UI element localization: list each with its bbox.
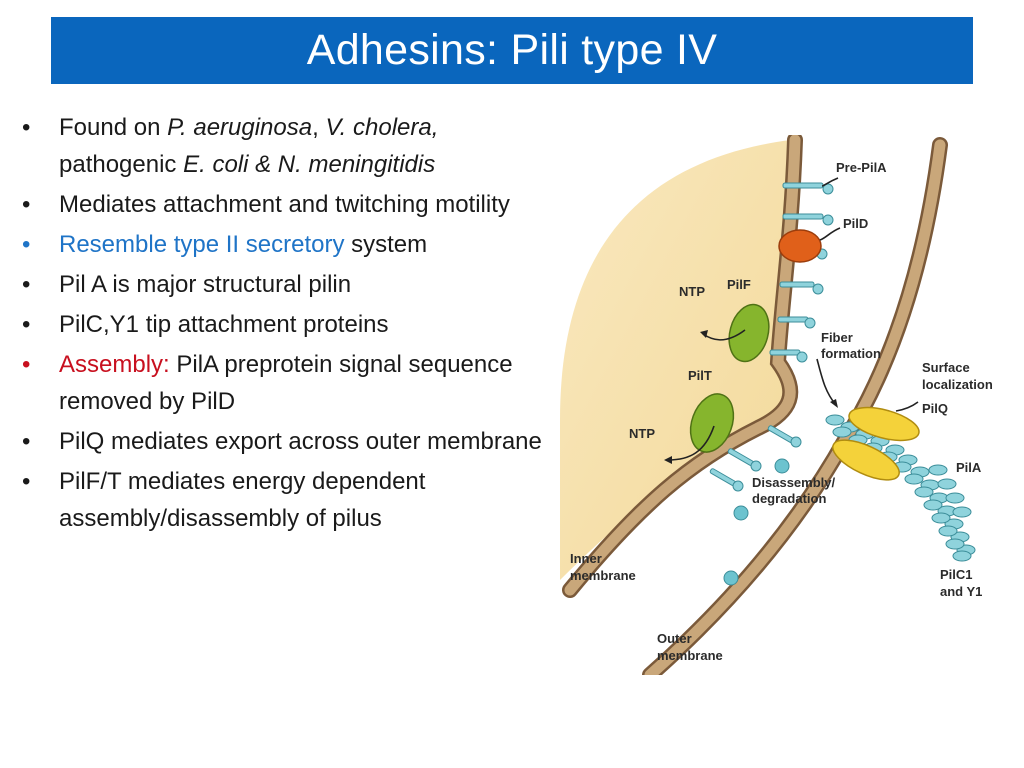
bullet-text: Assembly: [59, 351, 170, 378]
label-outer-membrane-2: membrane [657, 648, 723, 663]
label-pre-pila: Pre-PilA [836, 160, 887, 175]
label-pilf: PilF [727, 277, 751, 292]
label-inner-membrane-2: membrane [570, 568, 636, 583]
type-iv-pili-diagram: Pre-PilA PilD NTP PilF Fiber formation S… [560, 135, 993, 675]
bullet-marker: • [22, 191, 31, 218]
bullet-item: • Resemble type II secretory system [22, 226, 562, 263]
title-bar: Adhesins: Pili type IV [51, 17, 973, 84]
bullet-marker: • [22, 231, 31, 258]
pila-pilus-fiber [825, 414, 976, 562]
bullet-text: PilQ mediates export across outer membra… [59, 428, 542, 455]
label-pilc1-2: and Y1 [940, 584, 982, 599]
bullet-marker: • [22, 351, 31, 378]
bullet-marker: • [22, 428, 31, 455]
bullet-text: PilF/T mediates energy dependent assembl… [59, 468, 426, 532]
label-outer-membrane-1: Outer [657, 631, 692, 646]
label-pilc1-1: PilC1 [940, 567, 973, 582]
bullet-text: , [312, 114, 326, 141]
bullet-text: V. cholera, [325, 114, 439, 141]
bullet-text: Found on [59, 114, 168, 141]
label-surface-1: Surface [922, 360, 970, 375]
bullet-text: pathogenic [59, 151, 184, 178]
bullet-marker: • [22, 114, 31, 141]
label-disassembly-2: degradation [752, 491, 826, 506]
label-inner-membrane-1: Inner [570, 551, 602, 566]
pilq-protein-lower [832, 439, 900, 481]
bullet-text: P. aeruginosa [167, 114, 313, 141]
pilf-protein [728, 303, 770, 363]
label-ntp-bottom: NTP [629, 426, 655, 441]
bullet-item: • Assembly: PilA preprotein signal sequen… [22, 346, 562, 420]
label-pilq: PilQ [922, 401, 948, 416]
bullet-marker: • [22, 311, 31, 338]
bullet-item: • Pil A is major structural pilin [22, 266, 562, 303]
bullet-text: PilC,Y1 tip attachment proteins [59, 311, 389, 338]
bullet-text: PilA preprotein signal sequence removed … [59, 351, 513, 415]
label-surface-2: localization [922, 377, 993, 392]
bullet-marker: • [22, 271, 31, 298]
label-ntp-top: NTP [679, 284, 705, 299]
label-disassembly-1: Disassembly/ [752, 475, 835, 490]
bullet-list: • Found on P. aeruginosa, V. cholera, pat… [22, 109, 562, 540]
bullet-item: • PilQ mediates export across outer membr… [22, 423, 562, 460]
disassembled-pilins [723, 458, 790, 586]
label-pilt: PilT [688, 368, 712, 383]
slide-title: Adhesins: Pili type IV [306, 26, 718, 74]
label-pila: PilA [956, 460, 982, 475]
bullet-item: • Found on P. aeruginosa, V. cholera, pat… [22, 109, 562, 183]
bullet-marker: • [22, 468, 31, 495]
label-pild: PilD [843, 216, 868, 231]
label-fiber-1: Fiber [821, 330, 853, 345]
bullet-text: Resemble type II secretory [59, 231, 345, 258]
label-fiber-2: formation [821, 346, 881, 361]
bullet-item: • Mediates attachment and twitching motil… [22, 186, 562, 223]
bullet-item: • PilF/T mediates energy dependent assemb… [22, 463, 562, 537]
bullet-text: Pil A is major structural pilin [59, 271, 352, 298]
bullet-text: Mediates attachment and twitching motili… [59, 191, 510, 218]
bullet-item: • PilC,Y1 tip attachment proteins [22, 306, 562, 343]
arrow-heads [664, 330, 838, 464]
pilt-protein [689, 393, 735, 453]
pilq-protein-upper [848, 406, 920, 442]
bullet-text: system [344, 231, 428, 258]
pild-protein [778, 229, 822, 263]
cytoplasm-region [560, 140, 795, 580]
bullet-text: E. coli & N. meningitidis [183, 151, 436, 178]
